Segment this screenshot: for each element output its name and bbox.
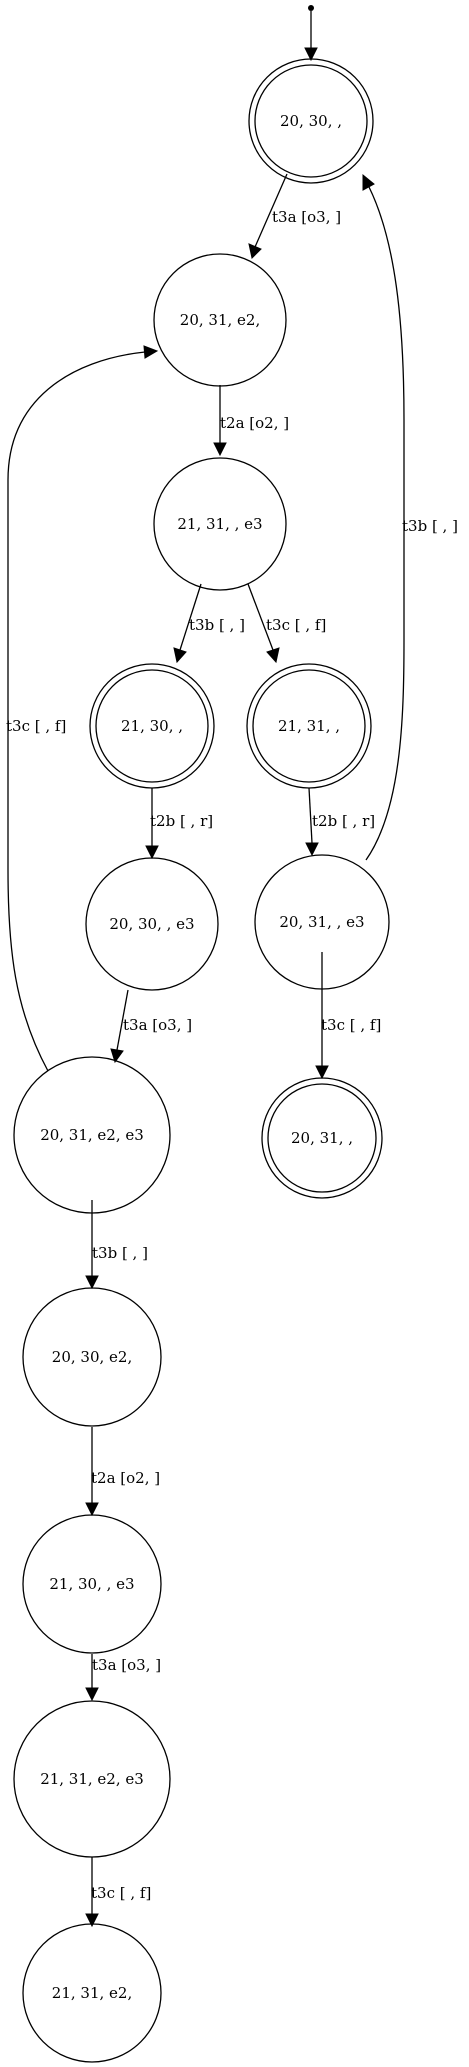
edge-label: t3c [ , f] [91,1884,151,1902]
edge-label: t3c [ , f] [266,616,326,634]
edge-n12-n13: t3c [ , f] [85,1857,151,1928]
edge-n8-n2: t3c [ , f] [6,345,159,1072]
edge-label: t2b [ , r] [312,812,375,830]
state-node-n11: 21, 30, , e3 [22,1514,162,1654]
edge-n11-n12: t3a [o3, ] [85,1654,161,1702]
edge-label: t2b [ , r] [150,812,213,830]
edge-label: t3a [o3, ] [123,1016,192,1034]
edge-label: t3a [o3, ] [272,208,341,226]
state-node-n9: 20, 31, , [261,1077,383,1199]
state-node-n6: 20, 30, , e3 [85,857,219,991]
state-node-n2: 20, 31, e2, [153,253,287,387]
state-node-n1: 20, 30, , [248,58,374,184]
state-label: 20, 30, , e3 [109,915,194,933]
state-node-n5: 21, 31, , [246,663,372,789]
edge-label: t2a [o2, ] [91,1469,160,1487]
state-node-n10: 20, 30, e2, [22,1287,162,1427]
state-node-n4: 21, 30, , [89,663,215,789]
state-node-n12: 21, 31, e2, e3 [13,1700,171,1858]
state-label: 20, 31, e2, e3 [40,1126,144,1144]
state-label: 20, 30, e2, [52,1348,132,1366]
edge-n1-n2: t3a [o3, ] [248,173,341,260]
edge-label: t3c [ , f] [321,1016,381,1034]
edge-label: t3c [ , f] [6,717,66,735]
edge-label: t3b [ , ] [189,616,245,634]
state-label: 21, 30, , e3 [49,1575,134,1593]
state-node-n13: 21, 31, e2, [22,1923,162,2063]
state-label: 21, 31, , [278,717,340,735]
edge-label: t3b [ , ] [402,517,458,535]
edge-label: t3a [o3, ] [92,1656,161,1674]
edge-n3-n5: t3c [ , f] [247,583,326,664]
edge-n4-n6: t2b [ , r] [145,788,213,860]
state-label: 20, 31, e2, [180,311,260,329]
state-node-n3: 21, 31, , e3 [153,457,287,591]
state-label: 21, 30, , [121,717,183,735]
edge-n3-n4: t3b [ , ] [173,583,245,664]
state-label: 20, 31, , [291,1129,353,1147]
initial-state-marker [304,5,318,62]
state-label: 21, 31, e2, [52,1984,132,2002]
edge-n7-n9: t3c [ , f] [315,952,381,1080]
state-node-n7: 20, 31, , e3 [254,854,390,990]
edge-n2-n3: t2a [o2, ] [213,385,289,457]
state-node-n8: 20, 31, e2, e3 [13,1056,171,1214]
edge-n5-n7: t2b [ , r] [305,787,375,857]
state-label: 20, 30, , [280,112,342,130]
state-label: 20, 31, , e3 [279,913,364,931]
state-label: 21, 31, e2, e3 [40,1770,144,1788]
edge-label: t3b [ , ] [92,1244,148,1262]
edge-n7-n1: t3b [ , ] [362,173,458,861]
edge-label: t2a [o2, ] [220,414,289,432]
edge-n6-n8: t3a [o3, ] [110,989,192,1064]
edge-n10-n11: t2a [o2, ] [85,1427,160,1517]
state-label: 21, 31, , e3 [177,515,262,533]
